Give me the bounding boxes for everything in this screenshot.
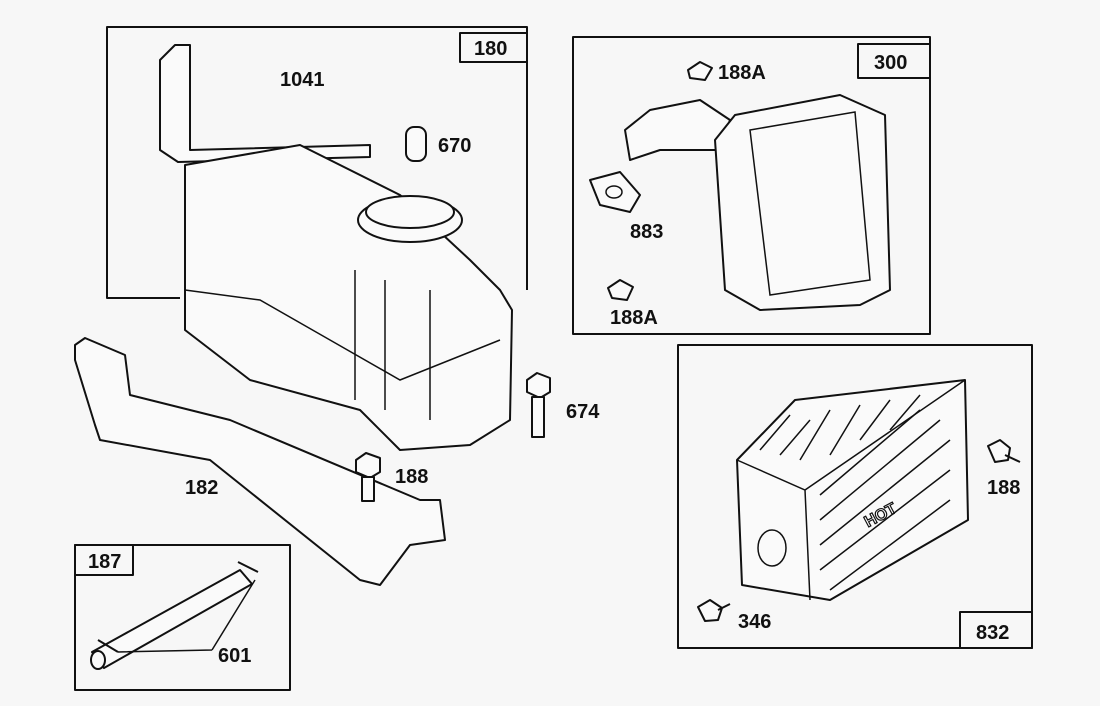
part-label-883: 883 [630,221,663,243]
part-832-heat-shield [736,379,969,601]
part-label-346: 346 [738,611,771,633]
part-1041-strap [159,44,371,163]
ref-label-832: 832 [976,622,1009,644]
muffler [714,94,891,311]
heat-shield-slots [819,409,951,591]
ref-label-180: 180 [474,38,507,60]
part-label-188a-bottom: 188A [610,307,658,329]
group-832-label-box [959,611,1033,649]
fuel-tank [184,144,513,451]
fuel-tank-flange [184,289,501,381]
fuel-tank-ribs [354,270,431,420]
heat-shield-hole [757,529,787,567]
heat-shield-top-slots [759,394,921,461]
group-187: 187 601 [74,544,291,691]
leader-lines-601 [117,579,256,653]
part-883-gasket [589,171,641,213]
part-label-601: 601 [218,645,251,667]
part-188a-bolt-bottom [607,279,634,301]
part-346-screw [697,599,731,622]
part-670-bushing [405,126,427,162]
ref-label-300: 300 [874,52,907,74]
exhaust-pipe [624,99,731,161]
part-188-bolt [355,452,381,502]
part-label-188-shield: 188 [987,477,1020,499]
group-300-label-box [857,43,931,79]
hose-end [90,650,106,670]
gasket-hole [605,185,623,199]
ref-label-187: 187 [88,551,121,573]
part-label-182: 182 [185,477,218,499]
group-300-frame [572,36,931,335]
group-180: 180 1041 670 [106,26,528,451]
hose-clamps [97,561,259,653]
part-182-bracket [74,337,446,586]
muffler-face [749,111,871,296]
group-180-label-box [459,32,528,63]
part-188-shield-bolt [987,439,1021,463]
group-832: 832 HOT 188 346 [677,344,1033,649]
part-label-670: 670 [438,135,471,157]
group-187-label-box [74,544,134,576]
part-674-bolt [526,372,551,438]
part-188a-bolt-top [687,61,713,81]
group-187-frame [74,544,291,691]
group-180-frame [106,26,528,299]
part-label-674: 674 [566,401,600,423]
part-label-1041: 1041 [280,69,325,91]
part-label-188a-top: 188A [718,62,766,84]
part-label-188-loose: 188 [395,466,428,488]
fuel-tank-neck-rim [365,195,455,229]
group-300: 300 188A 883 188A [572,36,931,335]
group-832-frame [677,344,1033,649]
